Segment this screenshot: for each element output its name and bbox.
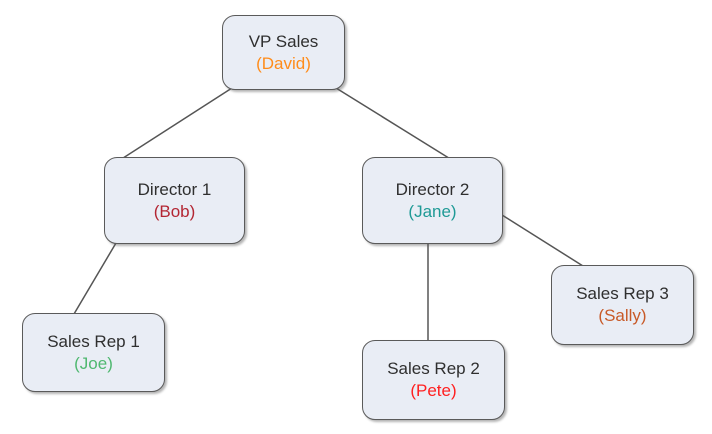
node-sales-rep-2[interactable]: Sales Rep 2 (Pete) [362, 340, 505, 420]
node-person-name: (Jane) [408, 201, 457, 221]
connector-director-2-to-sales-rep-3 [501, 214, 584, 267]
node-person-name: (Sally) [598, 306, 647, 325]
node-person-name: (Bob) [153, 201, 196, 221]
node-title: Sales Rep 1 [47, 331, 140, 351]
node-director-1[interactable]: Director 1(Bob) [104, 157, 245, 244]
connector-vp-to-director-2 [335, 87, 453, 161]
node-title: VP Sales [248, 31, 319, 51]
node-person-name: (David) [256, 53, 311, 73]
node-vp-sales[interactable]: VP Sales(David) [222, 15, 345, 90]
node-title: Director 2 [395, 179, 470, 199]
node-person-name: (Joe) [74, 353, 113, 373]
node-sales-rep-3[interactable]: Sales Rep 3 (Sally) [551, 265, 694, 345]
connector-director-1-to-sales-rep-1 [73, 242, 117, 315]
connector-vp-to-director-1 [119, 87, 233, 161]
node-person-name: (Pete) [410, 381, 457, 400]
node-title: Sales Rep 2 [387, 359, 480, 379]
node-title: Sales Rep 3 [576, 284, 669, 304]
node-title: Director 1 [137, 179, 212, 199]
node-sales-rep-1[interactable]: Sales Rep 1(Joe) [22, 313, 165, 392]
node-director-2[interactable]: Director 2(Jane) [362, 157, 503, 244]
